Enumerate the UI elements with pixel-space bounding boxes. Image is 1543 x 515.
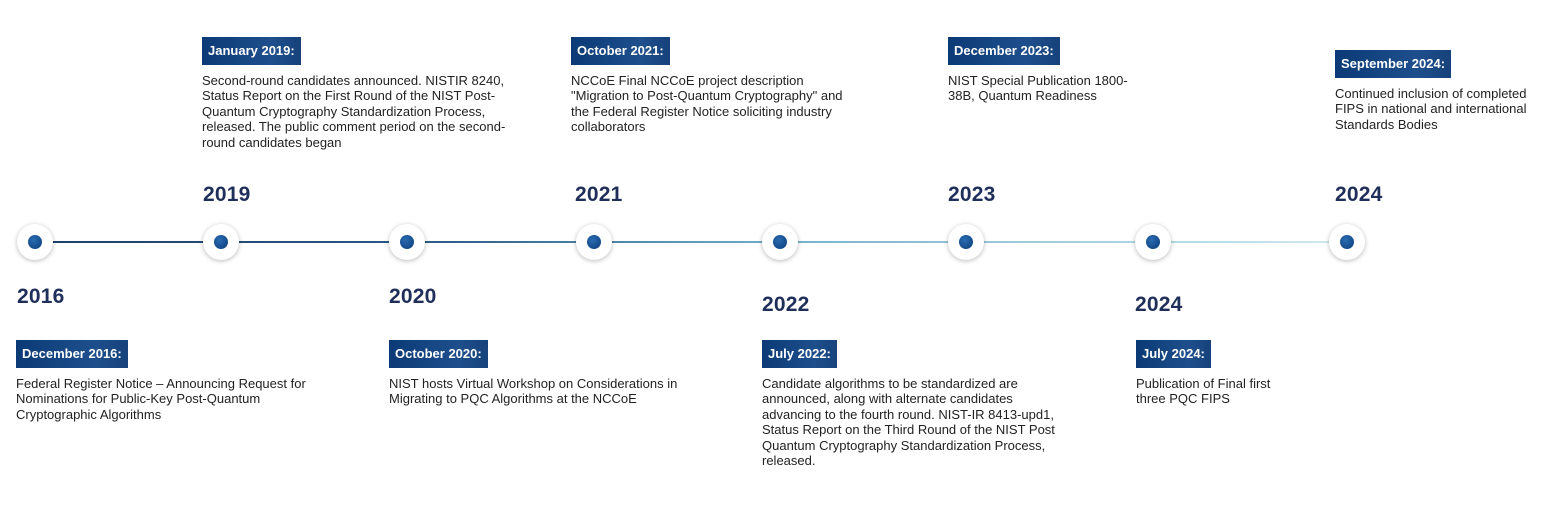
- event-description: NIST Special Publication 1800-38B, Quant…: [948, 73, 1128, 104]
- timeline-node-2022: [762, 224, 798, 260]
- event-description: NIST hosts Virtual Workshop on Considera…: [389, 376, 678, 407]
- event-2021: October 2021: NCCoE Final NCCoE project …: [571, 37, 861, 135]
- timeline-node-2024-september: [1329, 224, 1365, 260]
- event-description: Publication of Final first three PQC FIP…: [1136, 376, 1271, 407]
- event-2024-july: July 2024: Publication of Final first th…: [1136, 340, 1286, 407]
- year-label: 2024: [1335, 183, 1383, 206]
- event-2016: December 2016: Federal Register Notice –…: [16, 340, 326, 422]
- timeline-line: [35, 241, 1347, 243]
- event-2022: July 2022: Candidate algorithms to be st…: [762, 340, 1062, 468]
- event-description: Candidate algorithms to be standardized …: [762, 376, 1055, 469]
- event-description: Federal Register Notice – Announcing Req…: [16, 376, 306, 422]
- event-2023: December 2023: NIST Special Publication …: [948, 37, 1148, 104]
- event-date-badge: December 2016:: [16, 340, 128, 368]
- year-label: 2023: [948, 183, 996, 206]
- event-2024-september: September 2024: Continued inclusion of c…: [1335, 50, 1535, 132]
- event-date-badge: July 2024:: [1136, 340, 1211, 368]
- year-label: 2021: [575, 183, 623, 206]
- year-label: 2024: [1135, 293, 1183, 316]
- event-date-badge: July 2022:: [762, 340, 837, 368]
- year-label: 2019: [203, 183, 251, 206]
- event-date-badge: January 2019:: [202, 37, 301, 65]
- timeline-node-2019: [203, 224, 239, 260]
- timeline-node-2016: [17, 224, 53, 260]
- year-label: 2016: [17, 285, 65, 308]
- event-description: Continued inclusion of completed FIPS in…: [1335, 86, 1527, 132]
- event-description: Second-round candidates announced. NISTI…: [202, 73, 506, 150]
- event-2019: January 2019: Second-round candidates an…: [202, 37, 522, 150]
- timeline-node-2023: [948, 224, 984, 260]
- event-date-badge: October 2021:: [571, 37, 670, 65]
- event-description: NCCoE Final NCCoE project description "M…: [571, 73, 843, 135]
- event-date-badge: October 2020:: [389, 340, 488, 368]
- timeline-node-2024-july: [1135, 224, 1171, 260]
- event-2020: October 2020: NIST hosts Virtual Worksho…: [389, 340, 699, 407]
- year-label: 2020: [389, 285, 437, 308]
- event-date-badge: September 2024:: [1335, 50, 1452, 78]
- event-date-badge: December 2023:: [948, 37, 1060, 65]
- timeline-node-2021: [576, 224, 612, 260]
- timeline-node-2020: [389, 224, 425, 260]
- year-label: 2022: [762, 293, 810, 316]
